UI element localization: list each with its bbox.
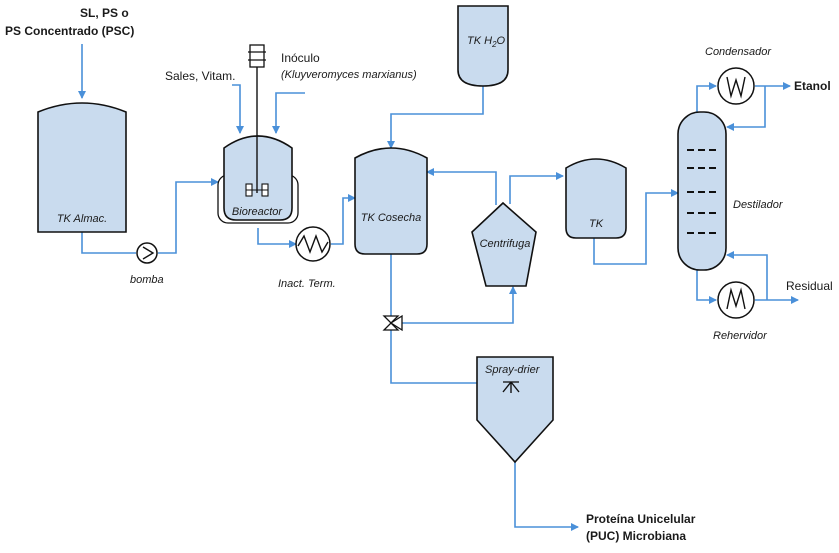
pipe-valve-to-spray [390, 330, 486, 387]
tk-h2o-subscript: 2 [491, 40, 497, 49]
pipe-bomba-to-bioreactor [158, 178, 219, 254]
puc-label-line1: Proteína Unicelular [586, 512, 696, 526]
destilador-column [677, 111, 727, 271]
pipe-reflux [726, 86, 766, 131]
tk-vessel [565, 158, 627, 239]
puc-label-line2: (PUC) Microbiana [586, 529, 686, 543]
tk-cosecha-label: TK Cosecha [361, 212, 422, 224]
pipe-centrifuga-to-tk [509, 172, 564, 204]
inact-term-label: Inact. Term. [278, 278, 336, 290]
etanol-label: Etanol [794, 79, 831, 93]
pipe-reboil-return [726, 251, 768, 300]
feed-label-line1: SL, PS o [80, 6, 129, 20]
inoculo-label: Inóculo [281, 51, 320, 65]
pipes [78, 44, 799, 531]
rehervidor-exchanger [717, 281, 755, 319]
pipe-tk-almac-to-bomba [81, 232, 136, 254]
pipe-centrifuga-to-cosecha [426, 168, 497, 205]
bioreactor-label: Bioreactor [232, 206, 283, 218]
centrifuga-vessel [471, 201, 537, 287]
sales-vitam-label: Sales, Vitam. [165, 69, 235, 83]
pipe-inoculo [272, 92, 305, 134]
pipe-destilador-to-condensador [696, 82, 717, 114]
bomba-label: bomba [130, 274, 164, 286]
pipe-tk-to-destilador [593, 189, 679, 265]
pipe-h2o-to-cosecha [387, 86, 484, 149]
residual-label: Residual [786, 279, 833, 293]
pipe-valve-to-centrifuga [402, 286, 517, 324]
spray-drier-vessel [476, 356, 554, 464]
pipe-spray-to-puc [514, 462, 579, 531]
spray-nozzle [502, 381, 520, 393]
pipe-sales-vitam [232, 84, 244, 134]
pipe-inact-to-cosecha [331, 194, 356, 245]
rehervidor-label: Rehervidor [713, 330, 768, 342]
spray-drier-label: Spray-drier [485, 364, 541, 376]
tk-h2o-label: TK H2O [467, 35, 506, 49]
three-way-valve [382, 314, 403, 332]
tk-cosecha-vessel [354, 147, 428, 255]
tk-h2o-o: O [497, 35, 506, 47]
tk-almac-vessel [37, 102, 127, 233]
tk-h2o-text: TK H [467, 35, 492, 47]
bomba-pump [136, 242, 158, 264]
condensador-label: Condensador [705, 46, 772, 58]
inact-term-exchanger [295, 226, 331, 262]
centrifuga-label: Centrifuga [480, 238, 531, 250]
destilador-label: Destilador [733, 199, 784, 211]
tk-h2o-vessel [457, 5, 509, 87]
pipe-bioreactor-to-inact [257, 228, 297, 248]
inoculo-species-label: (Kluyveromyces marxianus) [281, 69, 417, 81]
pipe-destilador-to-rehervidor [696, 268, 717, 304]
tk-label: TK [589, 218, 604, 230]
tk-almac-label: TK Almac. [57, 213, 107, 225]
bioreactor-vessel [217, 44, 299, 224]
feed-label-line2: PS Concentrado (PSC) [5, 24, 134, 38]
condensador-exchanger [717, 67, 755, 105]
